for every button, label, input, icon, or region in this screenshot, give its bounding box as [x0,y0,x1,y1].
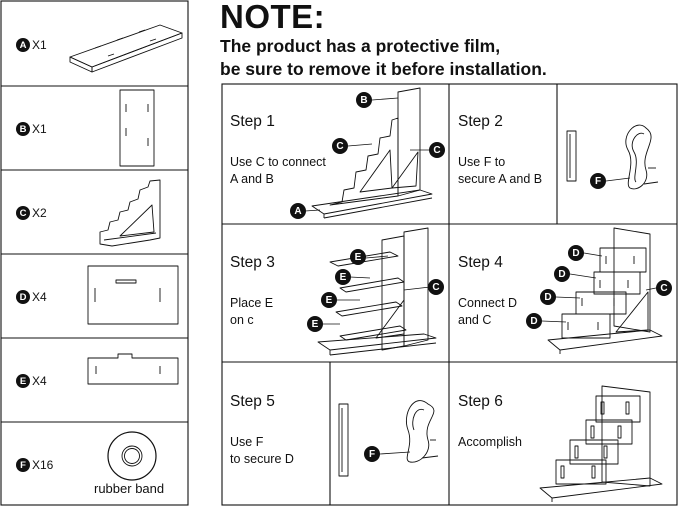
step-4-title: Step 4 [458,254,503,271]
note-title: NOTE: [220,0,326,35]
part-f-drawing [107,431,157,481]
part-f-badge: F [16,458,30,472]
part-a-qty: X1 [32,38,47,52]
step-1-title: Step 1 [230,113,275,130]
step-3-callout-e-2: E [335,269,351,285]
part-c-badge: C [16,206,30,220]
part-f-label: F X16 [16,458,53,472]
step-5-callout-f: F [364,446,380,462]
step-2-drawing [566,124,659,190]
step-2-callout-f: F [590,173,606,189]
step-3-callout-e-3: E [321,292,337,308]
step-1-callout-c-right: C [429,142,445,158]
step-3-desc: Place E on c [230,296,274,327]
part-e-drawing [87,353,179,385]
parts-panel [0,0,189,506]
step-4-callout-c: C [656,280,672,296]
note-line-1: The product has a protective film, [220,36,501,56]
part-a-drawing [69,24,183,73]
step-2-title: Step 2 [458,113,503,130]
step-3-title: Step 3 [230,254,275,271]
rubber-band-caption: rubber band [94,481,165,496]
step-3-drawing [317,227,437,356]
step-4-callout-d-4: D [526,313,542,329]
part-b-label: B X1 [16,122,47,136]
part-e-label: E X4 [16,374,47,388]
step-3-callout-e-1: E [350,249,366,265]
part-d-drawing [87,265,179,325]
step-6-title: Step 6 [458,393,503,410]
step-5-title: Step 5 [230,393,275,410]
part-c-label: C X2 [16,206,47,220]
part-d-label: D X4 [16,290,47,304]
step-4-drawing [547,227,663,354]
note-line-2: be sure to remove it before installation… [220,59,547,79]
part-e-badge: E [16,374,30,388]
part-f-qty: X16 [32,458,54,472]
part-b-drawing [119,89,155,167]
step-5-desc: Use F to secure D [230,435,294,466]
step-5-drawing [338,400,439,477]
step-4-callout-d-3: D [540,289,556,305]
part-e-qty: X4 [32,374,47,388]
step-4-desc: Connect D and C [458,296,518,327]
step-3-callout-c: C [428,279,444,295]
part-d-qty: X4 [32,290,47,304]
step-4-callout-d-1: D [568,245,584,261]
part-c-qty: X2 [32,206,47,220]
step-6-drawing [539,385,663,502]
step-3-callout-e-4: E [307,316,323,332]
part-a-badge: A [16,38,30,52]
step-1-desc: Use C to connect A and B [230,155,326,186]
step-1-callout-a: A [290,203,306,219]
part-b-qty: X1 [32,122,47,136]
part-d-badge: D [16,290,30,304]
part-c-drawing [99,179,161,247]
step-1-drawing [311,87,433,219]
step-2-desc: Use F to secure A and B [458,155,543,186]
step-1-callout-b: B [356,92,372,108]
step-1-callout-c-left: C [332,138,348,154]
step-4-callout-d-2: D [554,266,570,282]
part-b-badge: B [16,122,30,136]
step-6-desc: Accomplish [458,435,522,449]
part-a-label: A X1 [16,38,47,52]
